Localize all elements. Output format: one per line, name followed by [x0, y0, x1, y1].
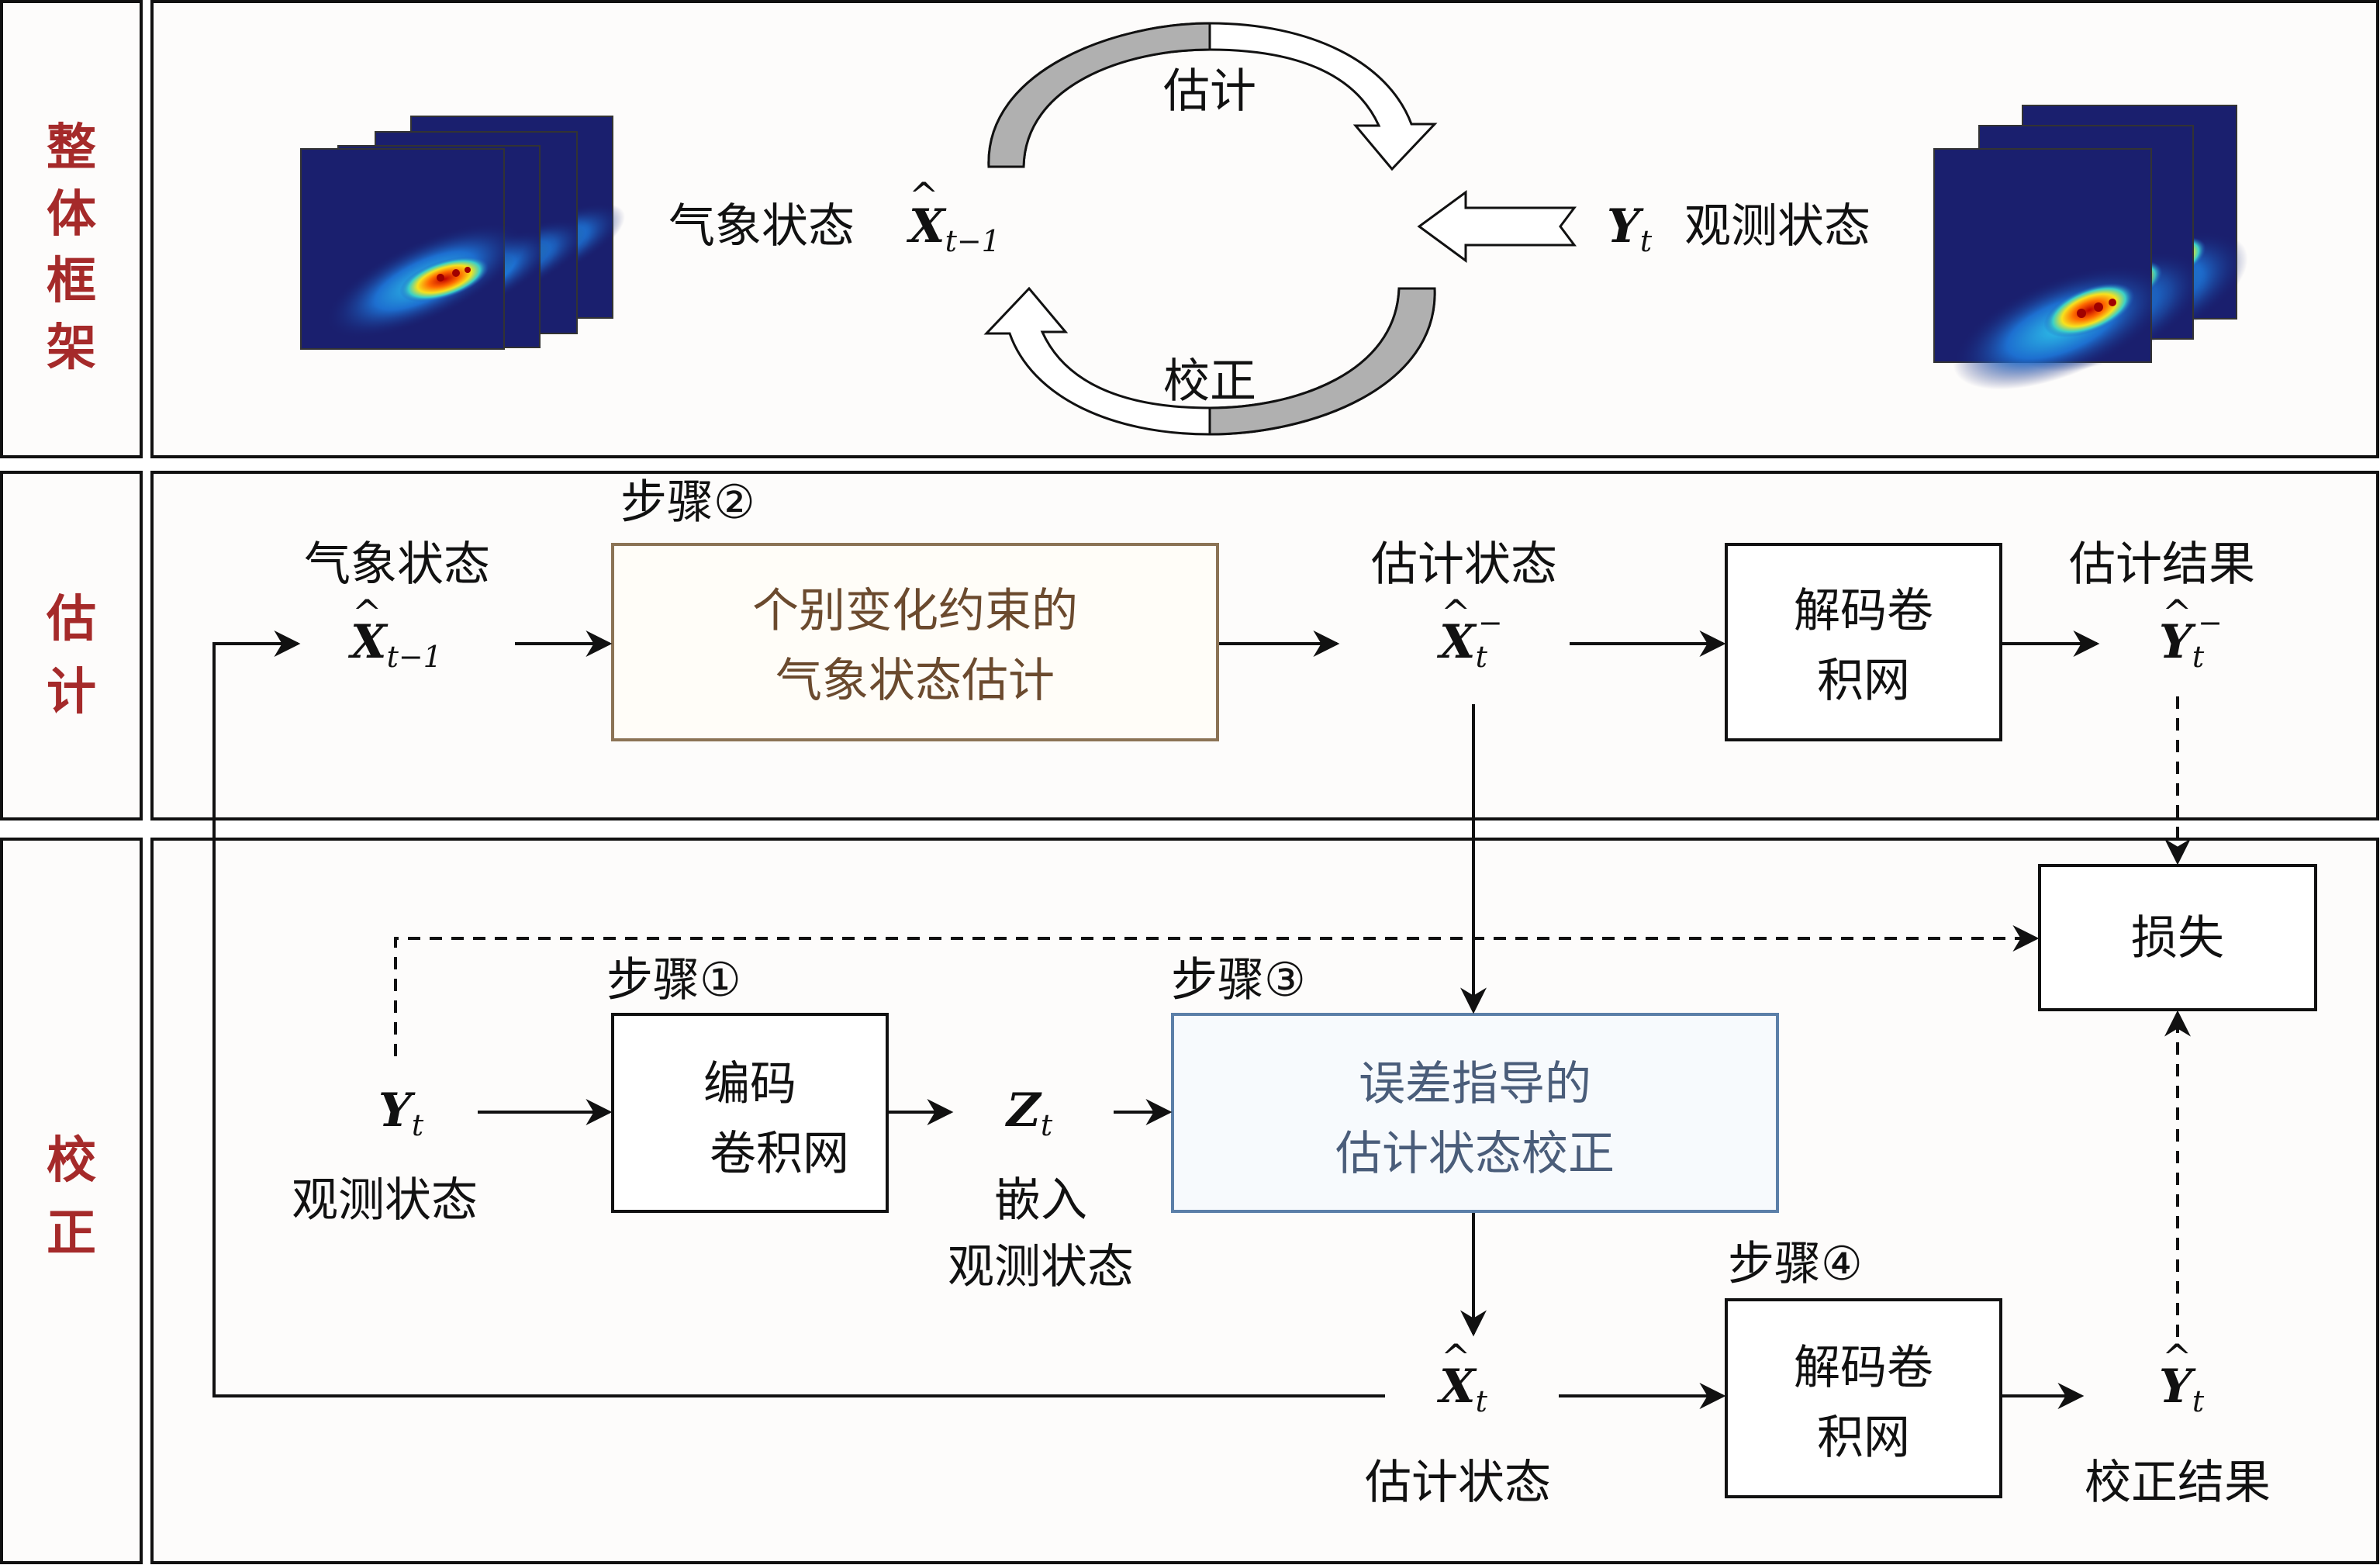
embed-line2: 观测状态	[948, 1240, 1134, 1294]
corr-y-hat: ^	[2162, 1336, 2192, 1378]
top-y-t: Yt	[1607, 199, 1653, 258]
correction-module-line1: 误差指导的	[1359, 1057, 1591, 1111]
feedback-loop-arrow	[212, 630, 1385, 1397]
corr-observed-state-label: 观测状态	[292, 1173, 478, 1228]
embed-line1: 嵌入	[994, 1173, 1087, 1228]
step3-label: 步骤③	[1171, 953, 1306, 1007]
side-label-correct-1: 校	[47, 1132, 96, 1190]
top-x-prev: Xt−1	[906, 199, 1000, 258]
loss-label: 损失	[2131, 911, 2224, 966]
side-panel-overall	[0, 0, 143, 458]
decoder-correct-line1: 解码卷	[1794, 1341, 1933, 1395]
corr-y-t: Yt	[378, 1083, 424, 1142]
est-x-prev-hat: ^	[352, 592, 382, 634]
side-panel-estimate	[0, 471, 143, 821]
estimation-module-line2: 气象状态估计	[775, 654, 1055, 708]
est-y-est: Yt−	[2159, 606, 2223, 674]
est-input-label: 气象状态	[304, 537, 490, 592]
step4-label: 步骤④	[1728, 1237, 1863, 1291]
top-x-prev-hat: ^	[909, 174, 939, 216]
decoder-estimate-line1: 解码卷	[1794, 584, 1933, 638]
side-label-estimate-1: 估	[46, 591, 96, 648]
corr-x-hat: ^	[1441, 1336, 1471, 1378]
side-label-overall-3: 框	[47, 253, 96, 310]
weather-state-heatmaps	[300, 116, 625, 350]
est-x-est: Xt−	[1436, 606, 1503, 674]
step2-label: 步骤②	[620, 475, 755, 530]
side-label-estimate-2: 计	[47, 664, 96, 721]
side-label-overall-1: 整	[47, 119, 96, 177]
top-estimate-label: 估计	[1163, 64, 1256, 119]
correct-cycle-arrow	[983, 286, 1436, 436]
estimation-module-line1: 个别变化约束的	[752, 584, 1078, 638]
step1-label: 步骤①	[606, 953, 741, 1007]
decoder-correct-line2: 积网	[1817, 1411, 1910, 1465]
corr-y-result: Yt	[2159, 1359, 2205, 1418]
loss-box	[2038, 864, 2317, 1011]
est-state-label: 估计状态	[1371, 537, 1557, 592]
dashed-yt-to-loss	[394, 925, 2040, 1056]
corr-est-state-label: 估计状态	[1365, 1456, 1551, 1510]
encoder-box	[611, 1013, 889, 1213]
est-x-prev: Xt−1	[347, 615, 442, 674]
corr-x-t: Xt	[1436, 1359, 1488, 1418]
encoder-line2: 卷积网	[710, 1127, 849, 1181]
estimation-module-box	[611, 543, 1219, 741]
side-label-overall-2: 体	[47, 186, 96, 244]
estimate-cycle-arrow	[987, 22, 1438, 171]
decoder-estimate-line2: 积网	[1817, 654, 1910, 708]
top-weather-state-label: 气象状态	[668, 199, 855, 254]
side-label-correct-2: 正	[47, 1205, 96, 1263]
top-observed-state-label: 观测状态	[1684, 199, 1870, 254]
corr-result-label: 校正结果	[2085, 1456, 2271, 1510]
side-label-overall-4: 架	[47, 320, 96, 377]
correction-module-box	[1171, 1013, 1779, 1213]
observed-state-heatmaps	[1933, 105, 2248, 390]
decoder-box-correct	[1725, 1298, 2002, 1498]
decoder-box-estimate	[1725, 543, 2002, 741]
est-result-label: 估计结果	[2069, 537, 2255, 592]
panel-estimate	[150, 471, 2379, 821]
encoder-line1: 编码	[703, 1057, 796, 1111]
est-y-hat: ^	[2162, 592, 2192, 634]
z-t: Zt	[1005, 1083, 1053, 1142]
side-panel-correct	[0, 838, 143, 1564]
est-x-hat: ^	[1441, 592, 1471, 634]
correction-module-line2: 估计状态校正	[1335, 1127, 1615, 1181]
top-correct-label: 校正	[1163, 354, 1256, 409]
observation-input-arrow	[1417, 190, 1577, 263]
